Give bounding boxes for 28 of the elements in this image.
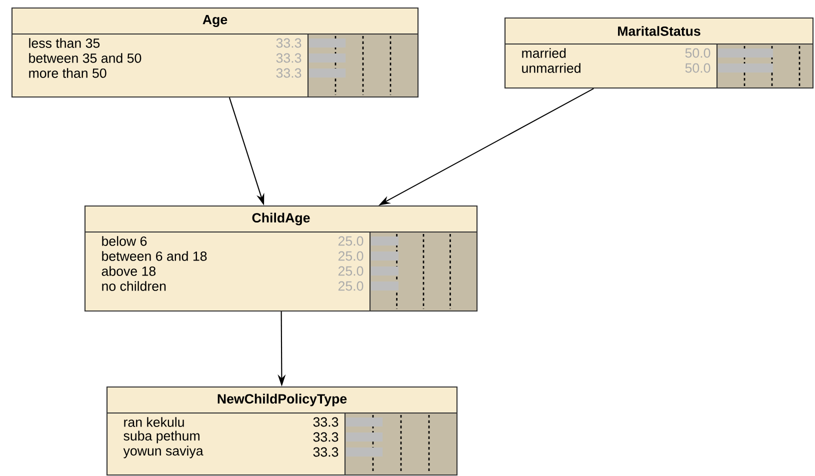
node-label: between 35 and 50	[29, 53, 142, 63]
node-label: more than 50	[29, 68, 106, 78]
node-label: ran kekulu	[124, 417, 184, 427]
node-label: suba pethum	[124, 430, 200, 444]
node-label: 33.3	[313, 447, 338, 457]
node-label: below 6	[102, 236, 147, 246]
node-label: less than 35	[29, 38, 100, 48]
node-label: no children	[102, 281, 166, 291]
node-label: 50.0	[685, 63, 710, 73]
node-label: 33.3	[313, 432, 338, 442]
node-label: NewChildPolicyType	[218, 394, 347, 406]
node-label: 33.3	[276, 68, 302, 78]
node-label: 50.0	[685, 48, 710, 58]
node-label: Age	[202, 15, 228, 27]
node-label: 25.0	[338, 281, 364, 291]
node-label: married	[522, 48, 566, 58]
node-label: unmarried	[522, 63, 580, 73]
node-label: ChildAge	[252, 212, 310, 226]
node-label: 25.0	[338, 251, 364, 261]
node-label: between 6 and 18	[102, 251, 207, 261]
node-label: yowun saviya	[123, 446, 204, 458]
node-label: 33.3	[276, 53, 302, 63]
node-label: 33.3	[313, 417, 338, 427]
node-label: 25.0	[338, 266, 364, 276]
node-label: 33.3	[276, 38, 302, 48]
node-label: 25.0	[338, 236, 364, 246]
node-label: MaritalStatus	[618, 26, 700, 36]
node-label: above 18	[102, 266, 156, 276]
